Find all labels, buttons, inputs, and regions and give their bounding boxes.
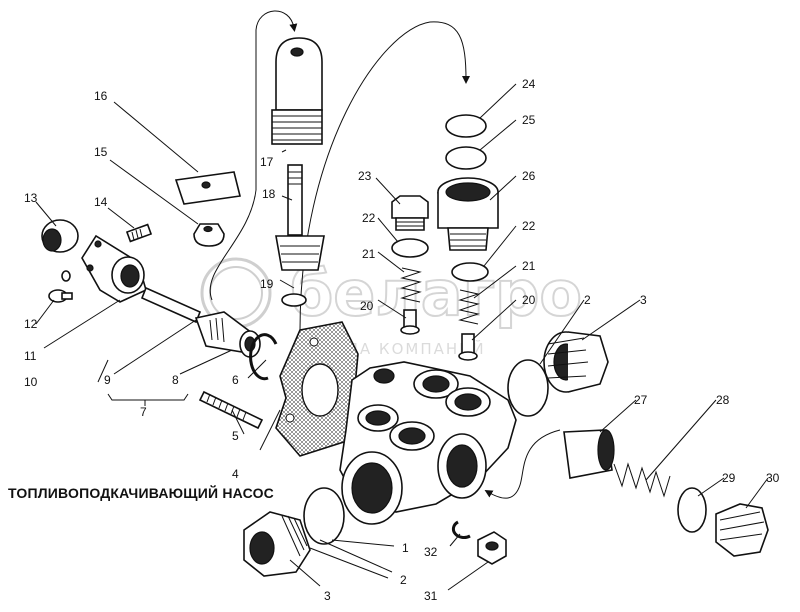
- part-2-gasket-right: [507, 359, 549, 417]
- callout-19: 19: [260, 277, 274, 291]
- part-21-spring-right: [458, 289, 480, 325]
- part-5-stud: [198, 390, 264, 430]
- callout-28: 28: [716, 393, 730, 407]
- part-26-fitting: [437, 177, 499, 251]
- callout-27: 27: [634, 393, 648, 407]
- callout-2-right: 2: [584, 293, 591, 307]
- part-21-spring-left: [400, 267, 422, 303]
- part-20-valve-right: [458, 333, 478, 361]
- callout-30: 30: [766, 471, 780, 485]
- part-17-filter-cap: [271, 37, 323, 145]
- callout-7: 7: [140, 405, 147, 419]
- callout-13: 13: [24, 191, 38, 205]
- callout-32: 32: [424, 545, 438, 559]
- part-32-spring-washer: [451, 520, 471, 539]
- callout-6: 6: [232, 373, 239, 387]
- callout-20-left: 20: [360, 299, 374, 313]
- callout-1: 1: [402, 541, 409, 555]
- callout-10: 10: [24, 375, 38, 389]
- callout-29: 29: [722, 471, 736, 485]
- callout-9: 9: [104, 373, 111, 387]
- part-20-valve-left: [400, 309, 420, 335]
- part-16-pad: [174, 171, 241, 205]
- part-28-spring: [613, 462, 671, 498]
- part-29-ring: [677, 487, 707, 533]
- part-3-plug-bottom: [243, 511, 311, 577]
- callout-25: 25: [522, 113, 536, 127]
- part-22-washer-right: [451, 262, 489, 282]
- callout-11: 11: [24, 349, 37, 363]
- callout-31: 31: [424, 589, 438, 603]
- part-10-lever: [81, 234, 147, 303]
- part-13-roller: [41, 219, 79, 253]
- callout-8: 8: [172, 373, 179, 387]
- part-24-ring: [445, 114, 487, 138]
- callout-16: 16: [94, 89, 108, 103]
- callout-18: 18: [262, 187, 276, 201]
- callout-15: 15: [94, 145, 108, 159]
- watermark-brand: белагро: [290, 257, 582, 330]
- leader-lines: [35, 83, 769, 591]
- part-27-sleeve: [563, 429, 615, 479]
- callout-20-right: 20: [522, 293, 536, 307]
- part-19-o-ring: [281, 293, 307, 307]
- callout-26: 26: [522, 169, 536, 183]
- callout-22-left: 22: [362, 211, 376, 225]
- part-18-valve-stem: [275, 164, 325, 271]
- callout-12: 12: [24, 317, 38, 331]
- part-12-bolt: [48, 289, 73, 303]
- pump-body: [339, 361, 517, 525]
- part-30-cap: [715, 503, 769, 557]
- callout-2-bottom: 2: [400, 573, 407, 587]
- part-31-nut: [477, 531, 507, 565]
- part-23-plug: [391, 195, 429, 231]
- part-6-snap-ring: [249, 333, 278, 381]
- flow-arrows: [209, 10, 561, 499]
- callout-24: 24: [522, 77, 536, 91]
- callout-21-right: 21: [522, 259, 536, 273]
- part-2-gasket-bottom: [303, 487, 345, 545]
- part-11-ring: [61, 270, 71, 282]
- callout-4: 4: [232, 467, 239, 481]
- part-3-plug-right: [543, 331, 609, 393]
- callout-22-right: 22: [522, 219, 536, 233]
- part-14-pin: [125, 223, 153, 243]
- callout-3-right: 3: [640, 293, 647, 307]
- callout-23: 23: [358, 169, 372, 183]
- callout-numbers: 1 2 3 4 5 6 7 8 9 10 11 12 13 14 15 16 1…: [24, 77, 780, 603]
- diagram-title: ТОПЛИВОПОДКАЧИВАЮЩИЙ НАСОС: [8, 485, 274, 501]
- part-25-ring: [445, 146, 487, 170]
- part-4-flange-gasket: [275, 321, 359, 457]
- callout-21-left: 21: [362, 247, 376, 261]
- callout-5: 5: [232, 429, 239, 443]
- part-15-cap: [193, 223, 225, 247]
- part-22-washer-left: [391, 238, 429, 258]
- callout-3-bottom: 3: [324, 589, 331, 603]
- callout-17: 17: [260, 155, 274, 169]
- callout-14: 14: [94, 195, 108, 209]
- part-9-rod: [140, 286, 202, 324]
